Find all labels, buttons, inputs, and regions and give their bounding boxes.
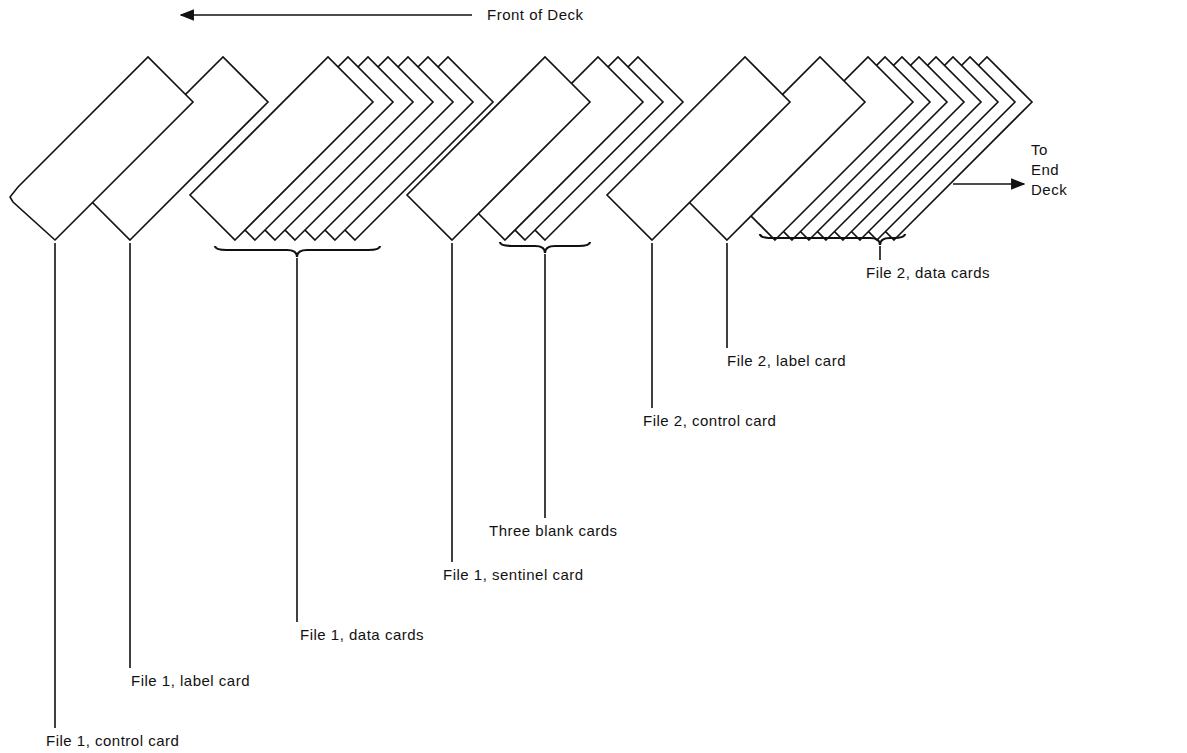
leader-line: [451, 243, 453, 562]
leader-line: [54, 243, 56, 728]
front-arrow: [181, 14, 472, 16]
brace: [500, 242, 590, 253]
leader-line: [129, 243, 131, 668]
callout-label: Three blank cards: [489, 522, 618, 540]
leader-line: [296, 258, 298, 622]
leader-line: [651, 243, 653, 408]
leader-line: [879, 246, 881, 260]
callout-label: File 1, sentinel card: [443, 566, 584, 584]
callout-label: File 2, data cards: [866, 264, 990, 282]
callout-label: File 2, control card: [643, 412, 776, 430]
direction-label: To End Deck: [1031, 140, 1067, 200]
callout-label: File 2, label card: [727, 352, 846, 370]
leader-line: [726, 243, 728, 348]
leader-line: [544, 254, 546, 518]
punched-card: [10, 57, 193, 240]
callout-label: File 1, label card: [131, 672, 250, 690]
brace: [215, 246, 380, 257]
direction-label: Front of Deck: [487, 6, 584, 24]
leader-lines: [55, 15, 1024, 728]
brace: [760, 234, 905, 245]
brace-group: [215, 234, 905, 257]
callout-label: File 1, data cards: [300, 626, 424, 644]
card-deck: [10, 57, 1032, 240]
end-arrow: [953, 183, 1024, 185]
callout-label: File 1, control card: [46, 732, 179, 750]
